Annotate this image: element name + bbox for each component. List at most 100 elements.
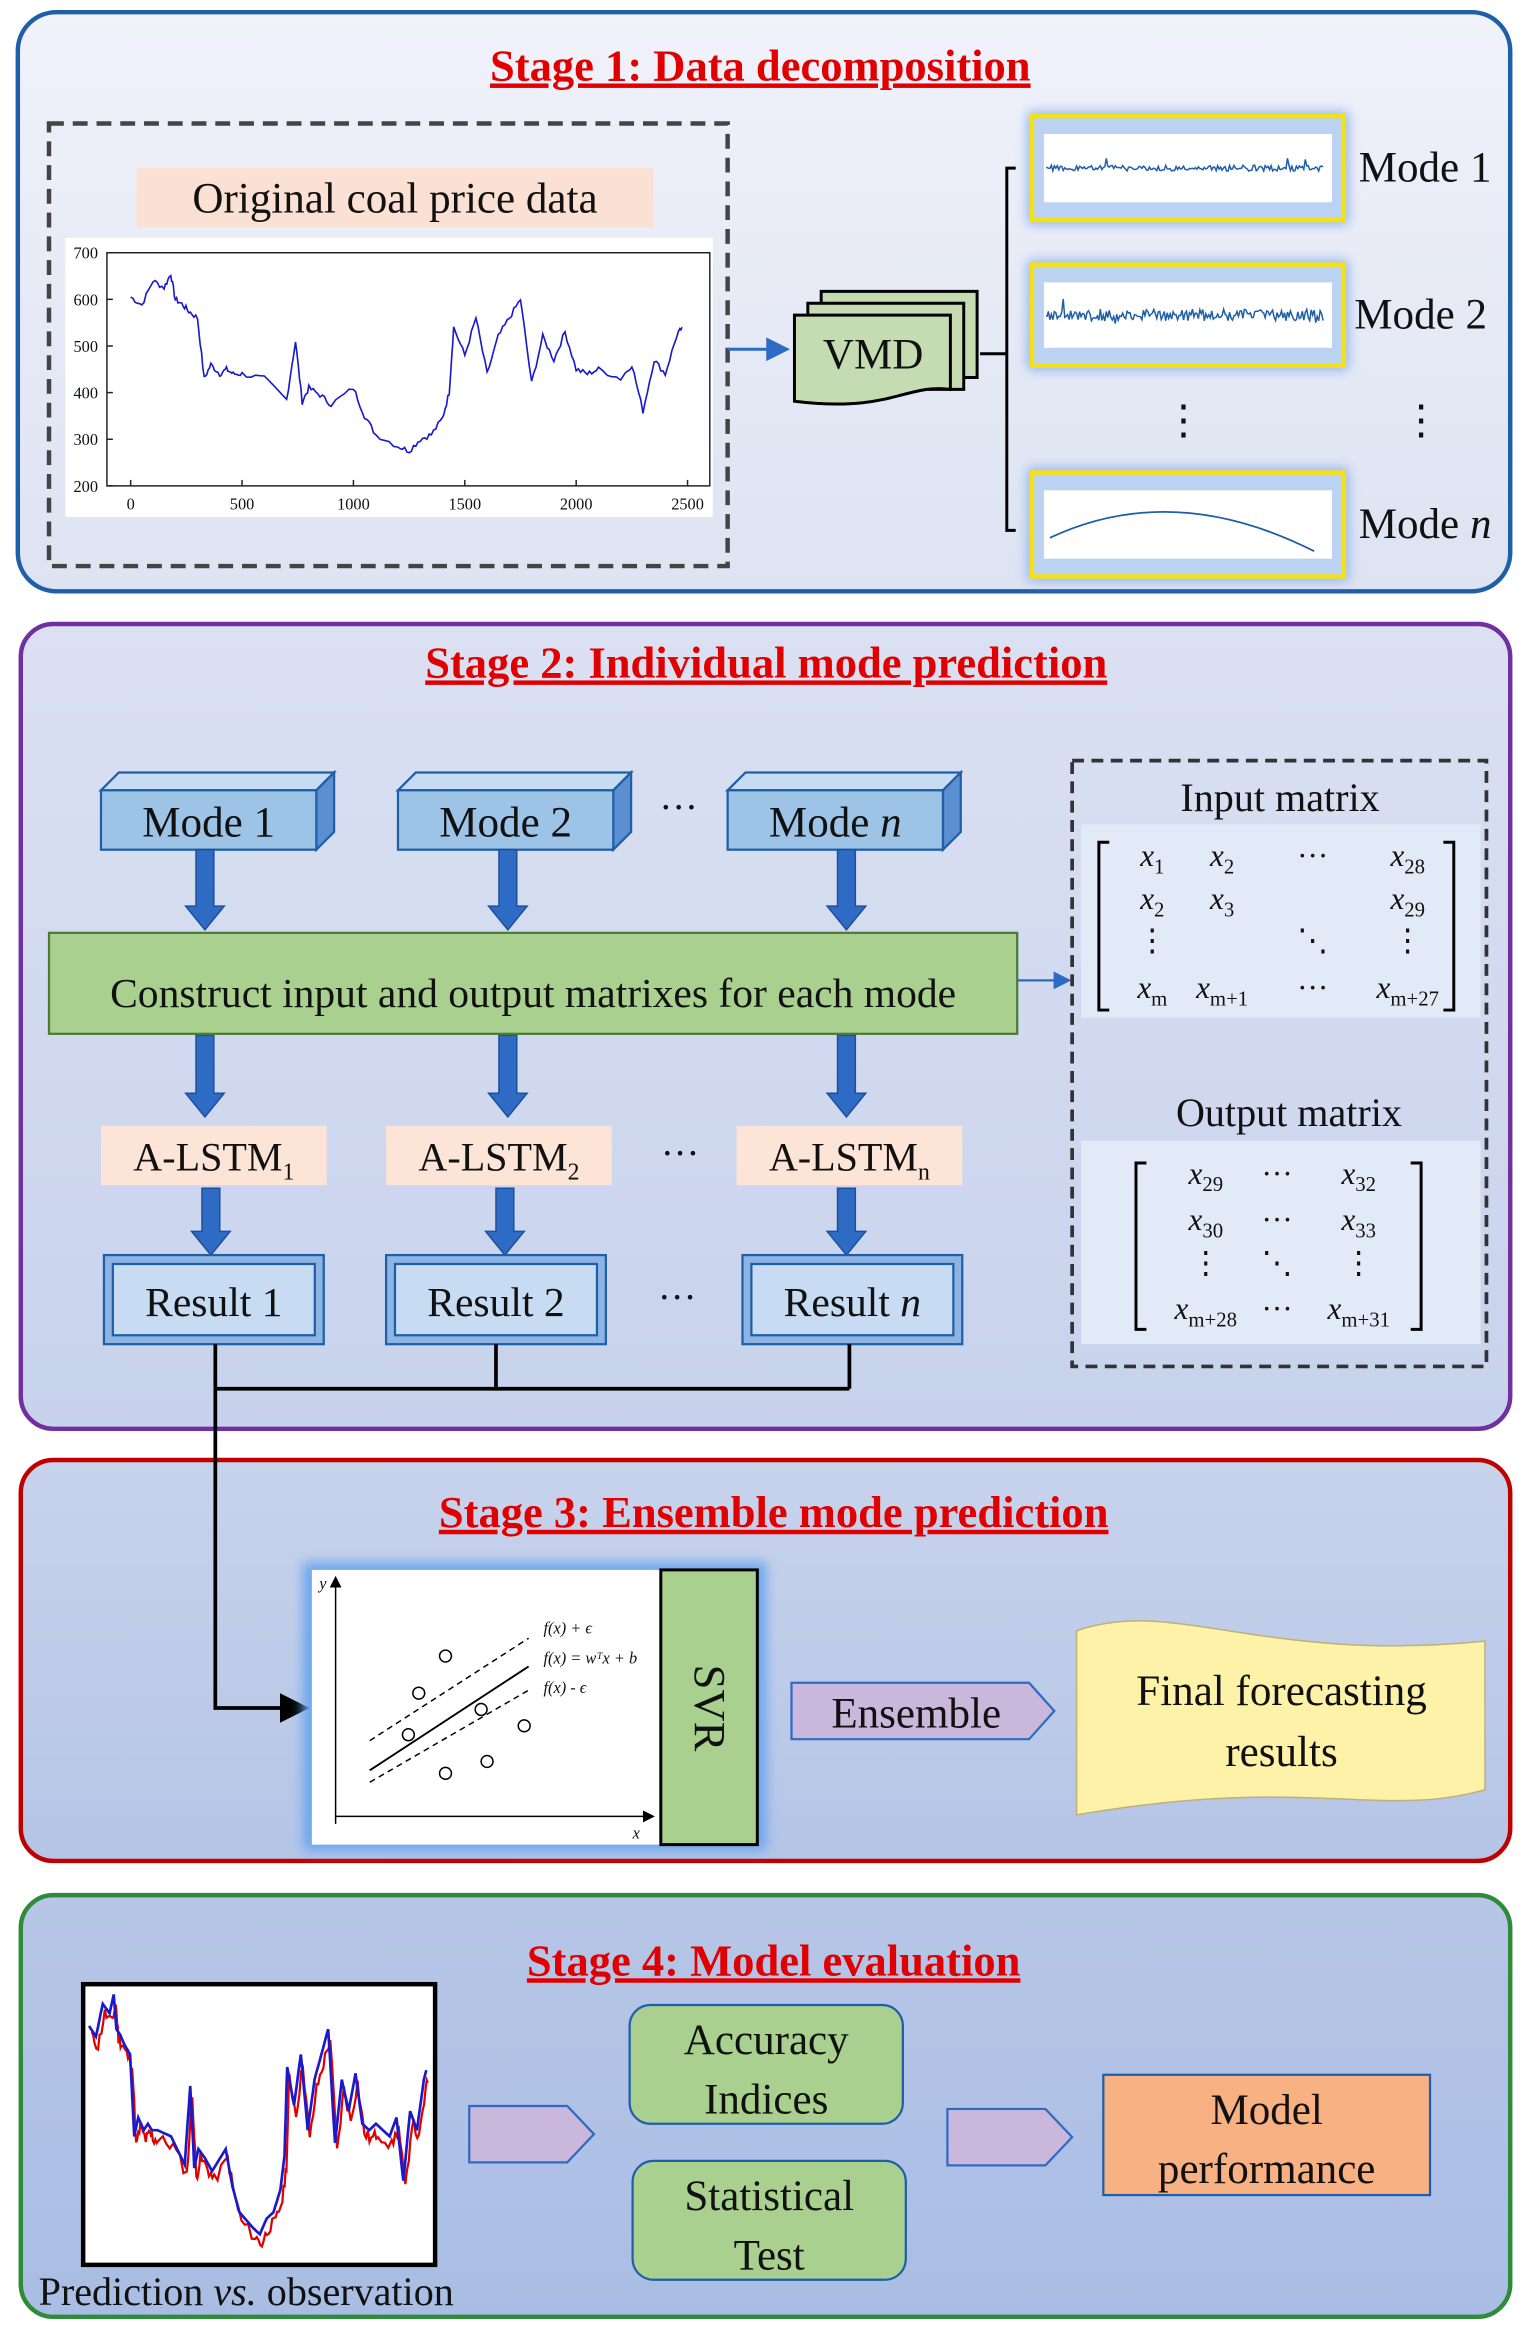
- down-arrow: [184, 848, 226, 932]
- mode-block-3: Mode n: [724, 769, 964, 853]
- stage3-title: Stage 3: Ensemble mode prediction: [439, 1487, 1109, 1537]
- down-arrow: [825, 848, 868, 932]
- vmd-block: VMD: [792, 289, 979, 406]
- mode-1-waveform: [1046, 158, 1324, 174]
- accuracy-indices-label: Indices: [704, 2076, 828, 2123]
- final-results-label: Final forecasting: [1136, 1668, 1426, 1715]
- stage1-title: Stage 1: Data decomposition: [490, 40, 1031, 90]
- vmd-label: VMD: [823, 332, 923, 379]
- svg-text:x: x: [632, 1824, 641, 1843]
- y-tick-label: 500: [74, 337, 99, 356]
- svr-label: SVR: [685, 1665, 735, 1752]
- matrix-entry: xm+27: [1376, 970, 1439, 1010]
- mode-bracket: [980, 166, 1016, 532]
- construct-matrix-box: [47, 931, 1019, 1035]
- arrow-to-metrics: [468, 2104, 596, 2164]
- down-arrow: [486, 848, 529, 932]
- stage4-panel: Stage 4: Model evaluation Prediction vs.…: [18, 1892, 1513, 2320]
- matrix-entry: xm+31: [1327, 1291, 1390, 1331]
- result-box-1: Result 1: [102, 1253, 325, 1346]
- output-matrix-title: Output matrix: [1176, 1090, 1402, 1135]
- matrix-entry: ···: [1261, 1202, 1292, 1237]
- svg-text:Result n: Result n: [784, 1279, 921, 1325]
- matrix-entry: ⋱: [1297, 923, 1328, 958]
- stage2-title: Stage 2: Individual mode prediction: [425, 637, 1107, 687]
- matrix-entry: ⋱: [1261, 1245, 1292, 1280]
- final-results-label: results: [1225, 1729, 1337, 1776]
- matrix-entry: ⋮: [1392, 923, 1423, 958]
- statistical-test-label: Statistical: [684, 2173, 854, 2220]
- x-tick-label: 1000: [337, 495, 370, 514]
- ensemble-arrow: [790, 1681, 1056, 1741]
- prediction-vs-observation-chart: [80, 1981, 438, 2268]
- results-connector: [213, 1344, 852, 1391]
- svg-text:A-LSTM2: A-LSTM2: [418, 1134, 579, 1185]
- horizontal-ellipsis: ···: [661, 1133, 700, 1175]
- matrix-dashed-frame: [1070, 758, 1489, 1369]
- x-tick-label: 500: [230, 495, 255, 514]
- data-label: Original coal price data: [192, 176, 597, 223]
- y-tick-label: 700: [74, 244, 99, 263]
- mode-n-label: Mode n: [1359, 501, 1492, 548]
- statistical-test-box: [631, 2159, 907, 2281]
- matrix-entry: x29: [1389, 881, 1425, 921]
- svg-text:Result 1: Result 1: [145, 1279, 282, 1325]
- y-tick-label: 300: [74, 430, 99, 449]
- stage3-panel: Stage 3: Ensemble mode prediction y x f(…: [18, 1388, 1513, 1864]
- x-tick-label: 1500: [448, 495, 481, 514]
- down-arrow: [486, 1034, 529, 1119]
- data-label-box: [136, 168, 654, 228]
- svg-text:f(x) - ϵ: f(x) - ϵ: [543, 1678, 587, 1697]
- svr-plot: y x f(x) + ϵ f(x) = wᵀx + b f(x) - ϵ: [311, 1569, 663, 1845]
- svg-text:f(x) + ϵ: f(x) + ϵ: [543, 1619, 593, 1638]
- data-dashed-frame: [46, 121, 730, 569]
- matrix-entry: ···: [1297, 838, 1328, 873]
- matrix-entry: ···: [1261, 1156, 1292, 1191]
- mode-1-signal-panel: [1027, 111, 1349, 225]
- mode-block-label: Mode n: [769, 799, 902, 846]
- x-tick-label: 2000: [560, 495, 593, 514]
- input-matrix-title: Input matrix: [1180, 775, 1379, 820]
- matrix-entry: ⋮: [1343, 1245, 1374, 1280]
- mode-block-label: Mode 2: [439, 799, 572, 846]
- input-matrix-panel: [1081, 824, 1481, 1018]
- matrix-entry: x32: [1340, 1156, 1376, 1196]
- ensemble-label: Ensemble: [831, 1690, 1001, 1737]
- mode-block-2: Mode 2: [395, 769, 634, 853]
- matrix-entry: x2: [1139, 881, 1164, 921]
- accuracy-indices-label: Accuracy: [684, 2017, 849, 2064]
- final-results-doc: [1075, 1620, 1486, 1816]
- coal-price-series: [130, 274, 683, 454]
- svr-box: [659, 1568, 759, 1847]
- input-matrix-brackets: [1097, 840, 1456, 1012]
- construct-matrix-label: Construct input and output matrixes for …: [110, 970, 956, 1016]
- y-tick-label: 600: [74, 290, 99, 309]
- matrix-entry: x2: [1209, 838, 1234, 878]
- a-lstm-model-3: A-LSTMn: [736, 1125, 963, 1185]
- x-tick-label: 0: [127, 495, 135, 514]
- mode-block-label: Mode 1: [142, 799, 275, 846]
- svg-text:Mode n: Mode n: [1359, 501, 1492, 548]
- chart-caption: Prediction vs. observation: [39, 2269, 454, 2314]
- mode-2-waveform: [1046, 298, 1324, 324]
- svg-text:Mode 2: Mode 2: [1354, 291, 1487, 338]
- svg-text:y: y: [317, 1574, 327, 1593]
- result-box-2: Result 2: [384, 1253, 607, 1346]
- mode-2-label: Mode 2: [1354, 291, 1487, 338]
- output-matrix-brackets: [1134, 1161, 1423, 1331]
- matrix-entry: xm+1: [1195, 970, 1248, 1010]
- model-performance-box: [1102, 2073, 1432, 2197]
- mode-2-signal-panel: [1027, 260, 1349, 371]
- svg-text:Result 2: Result 2: [427, 1279, 564, 1325]
- arrow-to-performance: [946, 2107, 1074, 2167]
- matrix-entry: ···: [1261, 1291, 1292, 1326]
- stage2-panel: Stage 2: Individual mode prediction Mode…: [18, 621, 1513, 1432]
- a-lstm-model-1: A-LSTM1: [100, 1125, 327, 1185]
- mode-1-label: Mode 1: [1359, 144, 1492, 191]
- mode-n-waveform: [1049, 511, 1315, 553]
- mode-n-signal-panel: [1027, 468, 1349, 581]
- matrix-entry: xm: [1136, 970, 1167, 1010]
- matrix-entry: x30: [1187, 1202, 1223, 1242]
- x-tick-label: 2500: [671, 495, 704, 514]
